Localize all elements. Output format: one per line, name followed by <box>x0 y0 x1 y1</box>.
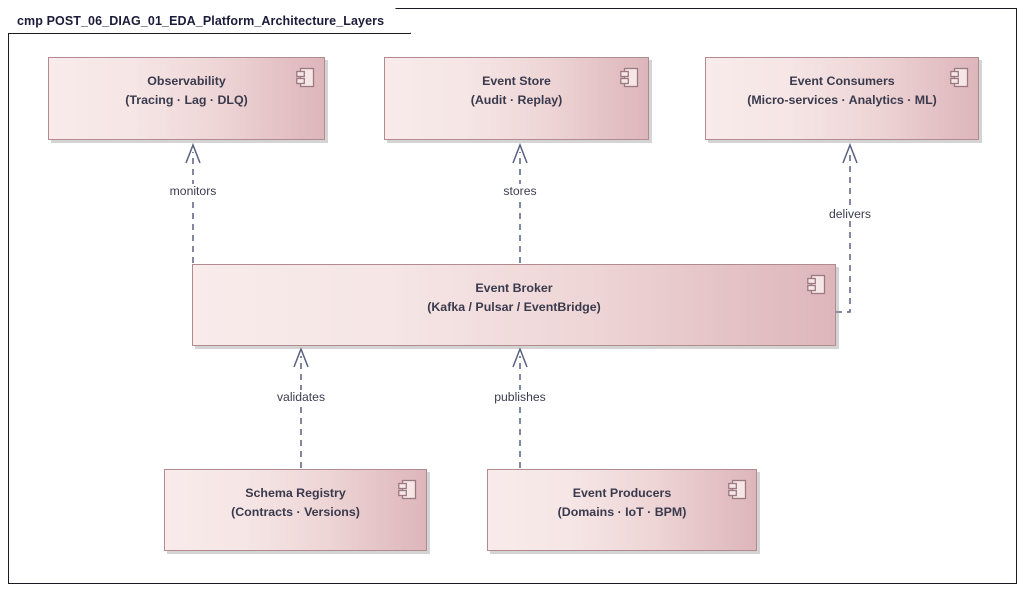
component-subtitle: (Audit · Replay) <box>470 92 563 107</box>
component-title: Event Broker <box>475 281 553 295</box>
component-event-producers[interactable]: Event Producers (Domains · IoT · BPM) <box>487 469 757 551</box>
component-event-broker[interactable]: Event Broker (Kafka / Pulsar / EventBrid… <box>192 264 836 346</box>
diagram-frame-tab[interactable]: cmp POST_06_DIAG_01_EDA_Platform_Archite… <box>8 8 411 34</box>
component-event-store[interactable]: Event Store (Audit · Replay) <box>384 57 649 140</box>
connector-label-publishes: publishes <box>491 390 549 404</box>
component-observability[interactable]: Observability (Tracing · Lag · DLQ) <box>48 57 325 140</box>
diagram-frame-label: cmp POST_06_DIAG_01_EDA_Platform_Archite… <box>17 13 385 28</box>
connector-label-delivers: delivers <box>826 207 874 221</box>
connector-label-monitors: monitors <box>166 184 220 198</box>
component-subtitle: (Domains · IoT · BPM) <box>557 504 687 519</box>
uml-component-icon <box>398 479 417 500</box>
uml-component-icon <box>296 67 315 88</box>
component-subtitle: (Tracing · Lag · DLQ) <box>125 92 248 107</box>
uml-component-icon <box>807 274 826 295</box>
diagram-frame <box>8 8 1017 584</box>
component-schema-registry[interactable]: Schema Registry (Contracts · Versions) <box>164 469 427 551</box>
uml-component-icon <box>950 67 969 88</box>
component-title: Event Producers <box>572 486 672 500</box>
uml-component-icon <box>620 67 639 88</box>
component-subtitle: (Micro-services · Analytics · ML) <box>747 92 937 107</box>
component-subtitle: (Contracts · Versions) <box>231 504 360 519</box>
connector-label-validates: validates <box>273 390 329 404</box>
component-subtitle: (Kafka / Pulsar / EventBridge) <box>427 299 601 314</box>
component-title: Event Store <box>482 74 551 88</box>
component-title: Schema Registry <box>245 486 346 500</box>
connector-label-stores: stores <box>500 184 540 198</box>
uml-component-icon <box>728 479 747 500</box>
component-title: Event Consumers <box>789 74 895 88</box>
component-title: Observability <box>147 74 226 88</box>
component-event-consumers[interactable]: Event Consumers (Micro-services · Analyt… <box>705 57 979 140</box>
